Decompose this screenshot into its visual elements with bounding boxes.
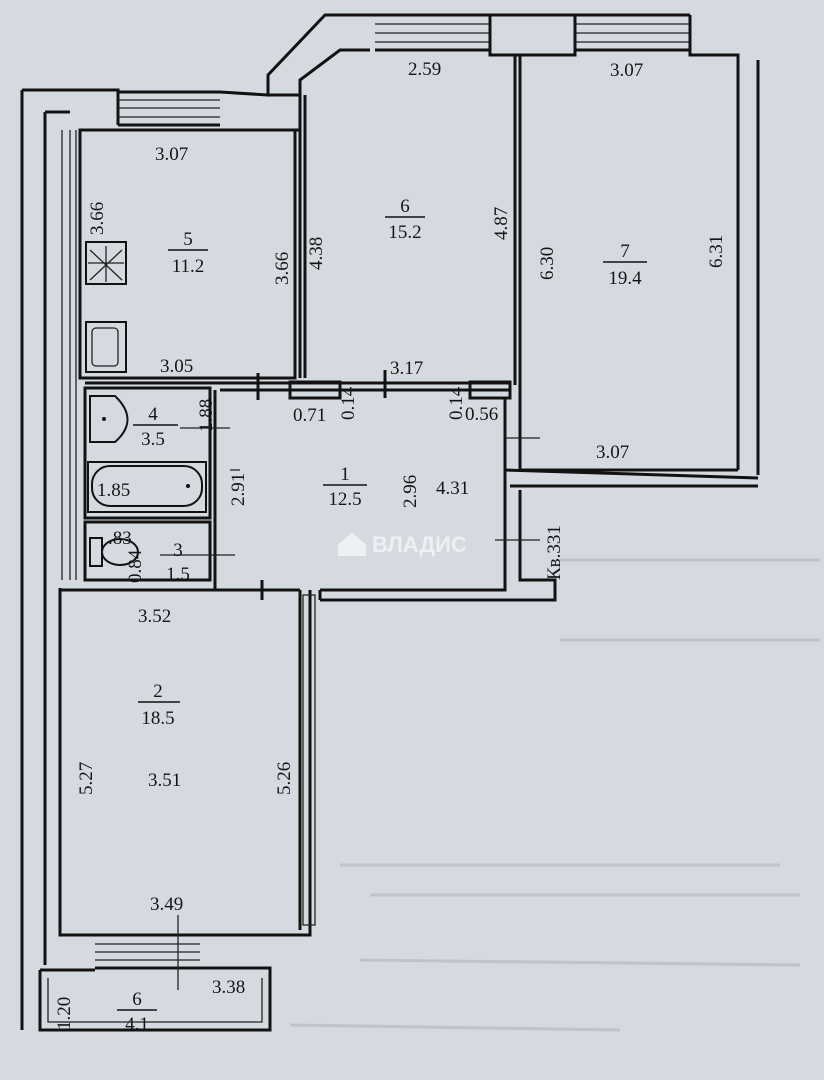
svg-text:0.14: 0.14: [338, 386, 359, 420]
svg-text:1.20: 1.20: [54, 997, 75, 1030]
room-label-4: 4 3.5: [133, 404, 178, 450]
room-label-2: 2 18.5: [138, 681, 180, 729]
svg-text:0.56: 0.56: [465, 404, 498, 425]
svg-text:3.17: 3.17: [390, 358, 423, 379]
svg-text:0.84: 0.84: [125, 549, 146, 583]
svg-text:2.91: 2.91: [228, 473, 249, 506]
svg-text:1.5: 1.5: [166, 564, 190, 585]
room-label-7: 7 19.4: [603, 241, 647, 289]
svg-text:5.27: 5.27: [76, 762, 97, 795]
room-label-balcony: 6 4.1: [117, 989, 157, 1035]
svg-text:11.2: 11.2: [172, 256, 205, 277]
svg-text:7: 7: [620, 241, 630, 262]
watermark: ВЛАДИС: [338, 532, 467, 557]
room-5-kitchen: [78, 128, 297, 380]
svg-text:15.2: 15.2: [388, 222, 421, 243]
svg-text:3.07: 3.07: [610, 60, 643, 81]
room-label-1: 1 12.5: [323, 464, 367, 510]
room-2-window: [95, 915, 200, 990]
svg-text:4.38: 4.38: [306, 237, 327, 270]
svg-text:3.5: 3.5: [141, 429, 165, 450]
svg-text:2.96: 2.96: [400, 475, 421, 508]
svg-text:6: 6: [132, 989, 142, 1010]
svg-text:3: 3: [173, 540, 183, 561]
svg-text:2.59: 2.59: [408, 59, 441, 80]
svg-text:1.85: 1.85: [97, 480, 130, 501]
svg-text:3.51: 3.51: [148, 770, 181, 791]
svg-text:6.31: 6.31: [706, 235, 727, 268]
walls: [20, 13, 760, 1032]
svg-text:5.26: 5.26: [274, 762, 295, 795]
room-label-3: 3 1.5: [166, 540, 190, 585]
room-4-bathroom: [83, 386, 212, 520]
svg-text:3.49: 3.49: [150, 894, 183, 915]
room-labels: 5 11.2 6 15.2 7 19.4 1 12.5 4 3.5 3 1.5: [117, 196, 647, 1035]
top-window-room6: [375, 13, 490, 52]
svg-text:0.71: 0.71: [293, 405, 326, 426]
svg-text:1.88: 1.88: [196, 399, 217, 432]
house-logo-icon: [338, 532, 366, 556]
svg-text:ВЛАДИС: ВЛАДИС: [372, 532, 467, 557]
svg-text:12.5: 12.5: [328, 489, 361, 510]
room-3-toilet: [83, 520, 212, 582]
svg-text:19.4: 19.4: [608, 268, 642, 289]
svg-text:6: 6: [400, 196, 410, 217]
svg-text:18.5: 18.5: [141, 708, 174, 729]
room-label-6: 6 15.2: [385, 196, 425, 243]
svg-text:5: 5: [183, 229, 193, 250]
svg-text:3.66: 3.66: [272, 252, 293, 285]
svg-text:4.31: 4.31: [436, 478, 469, 499]
svg-text:2: 2: [153, 681, 163, 702]
washbasin-icon: [89, 395, 129, 443]
top-window-room7: [575, 13, 690, 52]
svg-text:3.07: 3.07: [155, 144, 188, 165]
toilet-icon: [89, 537, 139, 567]
faded-document-text: [289, 558, 820, 1032]
dimension-labels: 2.59 3.07 3.07 3.66 3.66 4.38 4.87 6.30 …: [54, 59, 727, 1030]
kitchen-sink-icon: [85, 321, 127, 373]
svg-text:4.1: 4.1: [125, 1014, 149, 1035]
svg-text:3.05: 3.05: [160, 356, 193, 377]
svg-text:.83: .83: [108, 528, 132, 549]
bathtub-icon: [87, 461, 207, 513]
room-label-5: 5 11.2: [168, 229, 208, 277]
wall-pier: [488, 13, 577, 57]
svg-text:6.30: 6.30: [537, 247, 558, 280]
neighbor-apartment-label: Кв.331: [544, 525, 565, 580]
fixtures: [85, 241, 207, 567]
svg-text:4: 4: [148, 404, 158, 425]
kitchen-window: [118, 90, 220, 127]
svg-text:1: 1: [340, 464, 350, 485]
svg-text:0.14: 0.14: [446, 386, 467, 420]
svg-text:3.66: 3.66: [87, 202, 108, 235]
stove-icon: [85, 241, 127, 285]
svg-text:3.52: 3.52: [138, 606, 171, 627]
svg-text:3.38: 3.38: [212, 977, 245, 998]
wardrobe: [302, 594, 316, 926]
svg-text:4.87: 4.87: [491, 207, 512, 240]
svg-text:3.07: 3.07: [596, 442, 629, 463]
